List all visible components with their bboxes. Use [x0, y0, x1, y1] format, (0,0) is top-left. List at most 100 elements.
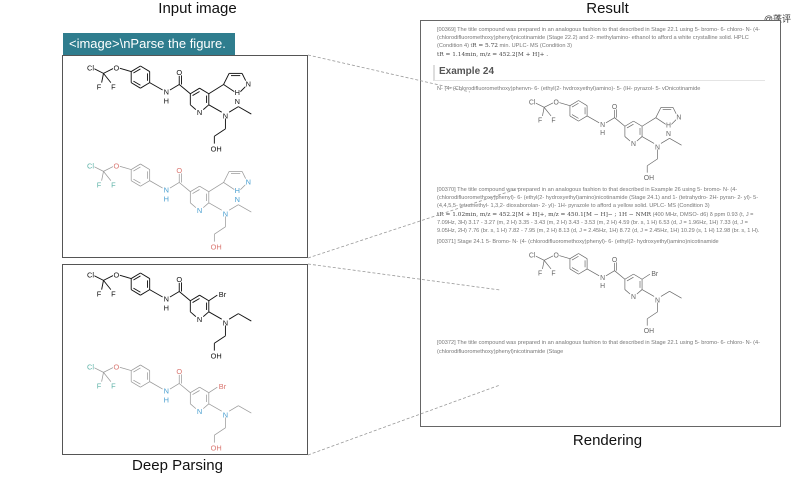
bond	[190, 202, 197, 208]
bond	[542, 260, 545, 270]
atom-label: N	[676, 114, 681, 121]
atom-label: Cl	[529, 100, 536, 107]
bond	[214, 128, 226, 137]
bond	[118, 165, 132, 170]
example-heading: Example 24	[433, 64, 765, 81]
bond	[169, 84, 180, 91]
bond	[641, 274, 651, 280]
paragraph-00371: [00371] Stage 24.1 5- Bromo- N- (4- (chl…	[437, 239, 719, 246]
atom-label: F	[538, 271, 542, 278]
atom-label: O	[554, 253, 559, 260]
bond	[241, 73, 247, 81]
p1-text2: min. UPLC- MS (Condition 3)	[497, 43, 572, 50]
atom-label: Cl	[87, 270, 94, 279]
bond	[669, 291, 682, 299]
atom-label: H	[666, 123, 671, 130]
bond	[192, 189, 200, 194]
atom-label: N	[164, 185, 169, 194]
atom-label: N	[164, 386, 169, 395]
bond	[169, 291, 180, 298]
bond	[208, 386, 218, 394]
bond	[624, 289, 631, 295]
bond	[586, 115, 600, 124]
bond	[636, 136, 643, 142]
atom-label: O	[114, 362, 120, 371]
p3-math: tR = 1.02min, m/z = 452.2[M + H]+, m/z =…	[437, 211, 652, 218]
bond	[133, 379, 141, 385]
bond	[140, 82, 150, 89]
bond	[660, 291, 670, 298]
atom-label: F	[551, 117, 555, 124]
atom-label: N	[246, 79, 251, 88]
bond	[101, 171, 104, 181]
p3-text2: (400 MHz, DMSO- d6) δ ppm 0.93 (t, J = 7…	[437, 211, 760, 235]
bond	[614, 270, 626, 280]
bond	[544, 101, 555, 108]
bond	[569, 269, 579, 275]
atom-label: H	[164, 194, 169, 203]
rendered-document: [00369] The title compound was prepared …	[420, 20, 781, 427]
bond	[101, 280, 104, 290]
bond	[133, 80, 141, 86]
bond	[647, 158, 658, 167]
atom-label: F	[111, 181, 116, 190]
deep-parsing-label: Deep Parsing	[132, 457, 223, 474]
bond	[655, 117, 667, 125]
p1-math2: tR = 1.14min, m/z = 452.2[M + H]+ .	[437, 51, 549, 58]
atom-label: F	[111, 382, 116, 391]
bond	[203, 403, 210, 409]
bond	[192, 91, 200, 96]
paragraph-00369: [00369] The title compound was prepared …	[437, 26, 767, 59]
atom-label: F	[111, 290, 116, 299]
atom-label: N	[666, 131, 671, 138]
bond	[140, 364, 150, 371]
result-title: Result	[586, 0, 629, 17]
bond	[626, 123, 634, 129]
bond	[118, 274, 132, 279]
bond	[131, 163, 141, 170]
bond	[228, 204, 239, 211]
bond	[672, 107, 677, 115]
bond	[103, 366, 115, 373]
bond	[671, 119, 677, 125]
atom-label: H	[164, 395, 169, 404]
bond	[571, 102, 579, 108]
atom-label: F	[111, 83, 116, 92]
atom-label: N	[631, 294, 636, 301]
bond	[149, 381, 163, 390]
bond	[140, 163, 150, 170]
bond	[557, 101, 571, 106]
bond	[624, 274, 634, 280]
bond	[140, 381, 150, 388]
bond	[133, 68, 141, 74]
atom-label: Cl	[87, 63, 94, 72]
bond	[624, 120, 634, 127]
bond	[169, 182, 180, 189]
bond	[223, 171, 230, 183]
bond	[190, 403, 197, 409]
bond	[133, 178, 141, 184]
bond	[238, 313, 252, 322]
atom-label: OH	[644, 175, 654, 182]
bond	[655, 107, 662, 118]
bond	[190, 185, 200, 193]
atom-label: N	[235, 97, 240, 106]
bond	[605, 117, 615, 124]
compound-name: N- (4- (Chlorodifluoromethoxy)phenvn- 6-…	[437, 85, 701, 92]
atom-label: F	[97, 290, 102, 299]
atom-label: H	[164, 303, 169, 312]
bond	[190, 386, 200, 394]
atom-label: N	[600, 275, 605, 282]
prompt-label: <image>\nParse the figure.	[63, 33, 235, 55]
atom-label: OH	[211, 444, 222, 453]
bond	[190, 87, 200, 95]
atom-label: O	[176, 367, 182, 376]
bond	[605, 270, 615, 277]
atom-label: O	[114, 63, 120, 72]
atom-label: O	[612, 258, 617, 265]
bond	[223, 73, 230, 85]
bond	[239, 85, 247, 93]
